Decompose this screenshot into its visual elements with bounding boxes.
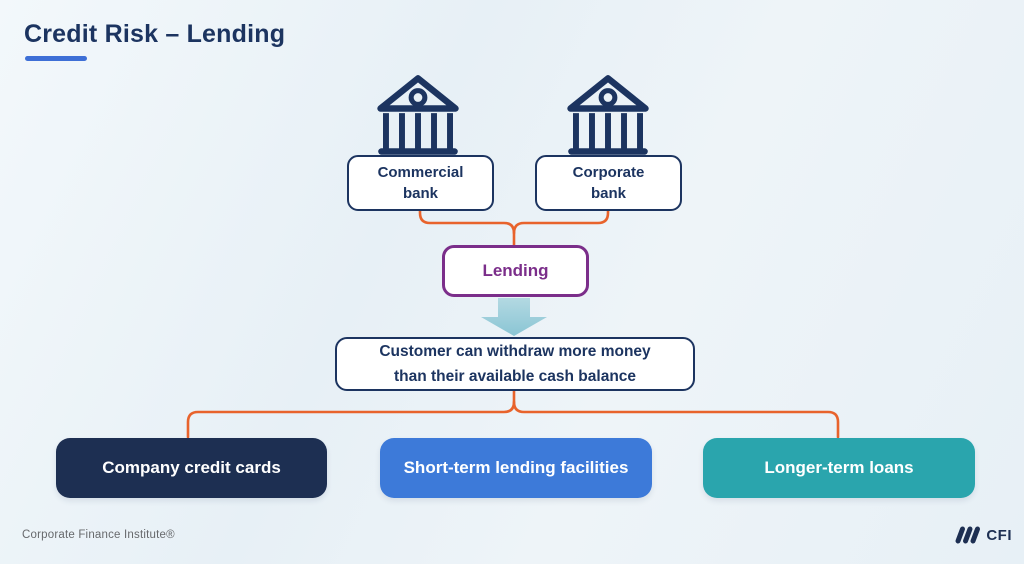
connector-branch-left: [186, 388, 516, 439]
customer-label-line1: Customer can withdraw more money: [379, 343, 651, 360]
outcome-label: Longer-term loans: [764, 458, 914, 477]
cfi-logo-icon: [955, 526, 981, 544]
customer-label-line2: than their available cash balance: [393, 368, 637, 385]
corporate-bank-label-line2: bank: [590, 185, 626, 202]
outcome-label: Company credit cards: [102, 458, 281, 477]
down-arrow: [481, 298, 547, 336]
bank-icon: [567, 75, 649, 155]
title-underline: [25, 56, 87, 61]
cfi-logo: CFI: [952, 525, 1012, 545]
customer-box: Customer can withdraw more money than th…: [335, 337, 695, 391]
corporate-bank-box: Corporate bank: [535, 155, 682, 211]
lending-box: Lending: [442, 245, 589, 297]
outcome-label: Short-term lending facilities: [403, 458, 629, 477]
commercial-bank-label-line1: Commercial: [377, 164, 464, 181]
connector-branch-right: [512, 400, 840, 439]
corporate-bank-label-line1: Corporate: [572, 164, 645, 181]
bank-icon: [377, 75, 459, 155]
lending-label: Lending: [482, 261, 549, 280]
outcome-short-term-lending: Short-term lending facilities: [380, 438, 652, 498]
page-title: Credit Risk – Lending: [24, 20, 286, 48]
commercial-bank-box: Commercial bank: [347, 155, 494, 211]
cfi-logo-text: CFI: [986, 526, 1012, 544]
connector-bank-right: [512, 208, 610, 235]
connector-bank-left: [418, 208, 516, 247]
footer-credit: Corporate Finance Institute®: [22, 529, 175, 541]
outcome-longer-term-loans: Longer-term loans: [703, 438, 975, 498]
outcome-company-credit-cards: Company credit cards: [56, 438, 327, 498]
commercial-bank-label-line2: bank: [402, 185, 438, 202]
